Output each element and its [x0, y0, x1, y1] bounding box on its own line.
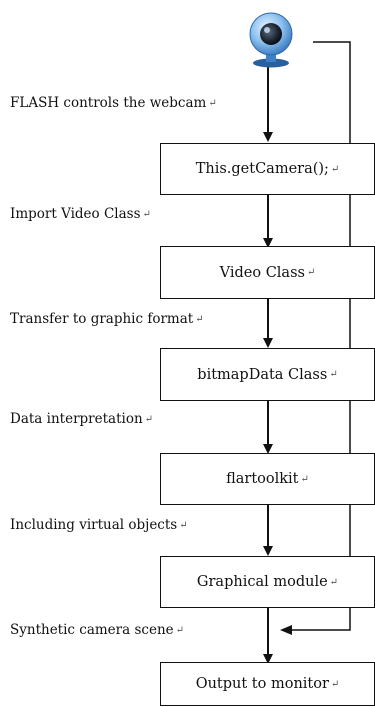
step-4-box: flartoolkit↵ — [160, 453, 375, 505]
webcam-icon — [246, 10, 296, 72]
step-3-box: bitmapData Class↵ — [160, 348, 375, 401]
camera-feedback-arrowhead — [280, 625, 292, 635]
step-5-box: Graphical module↵ — [160, 556, 375, 608]
camera-feedback-line — [283, 41, 351, 631]
step-6-label: Synthetic camera scene↵ — [10, 622, 185, 638]
step-5-label: Including virtual objects↵ — [10, 517, 188, 533]
step-3-label: Transfer to graphic format↵ — [10, 311, 204, 327]
step-1-label: FLASH controls the webcam↵ — [10, 95, 217, 111]
step-1-box: This.getCamera();↵ — [160, 143, 375, 195]
step-6-box: Output to monitor↵ — [160, 662, 375, 706]
step-2-box: Video Class↵ — [160, 246, 375, 299]
step-2-label: Import Video Class↵ — [10, 206, 151, 222]
step-4-label: Data interpretation↵ — [10, 411, 154, 427]
